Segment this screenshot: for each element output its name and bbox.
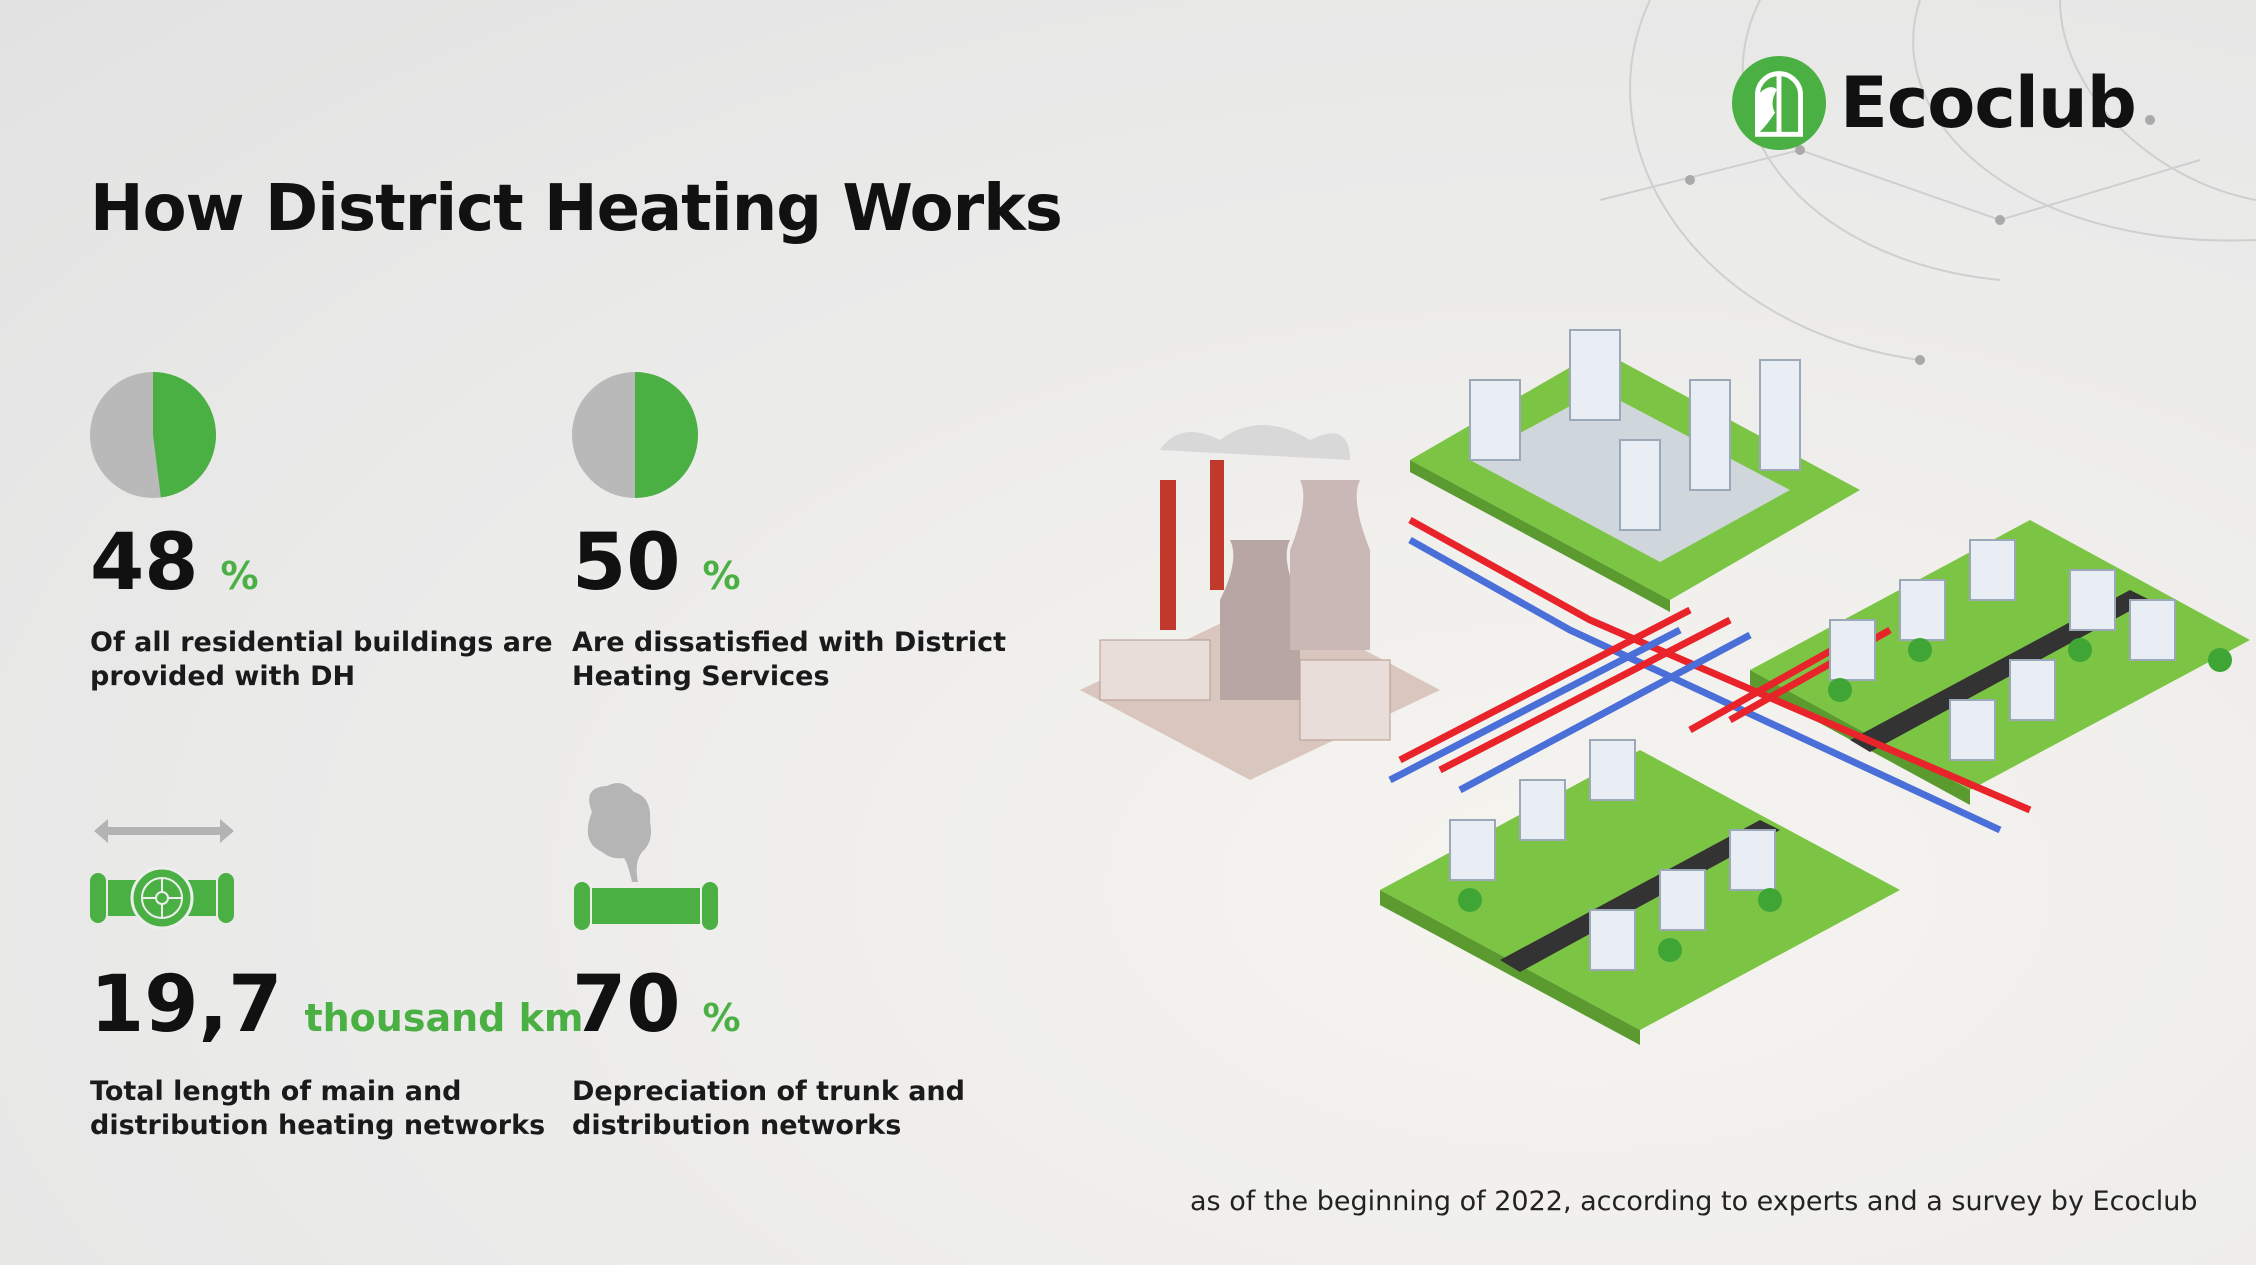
stat-dissatisfied	[572, 372, 698, 502]
desc-line: Heating Services	[572, 661, 830, 692]
stat-value: 19,7 thousand km	[90, 960, 583, 1050]
residential-block-bottom	[1380, 750, 1900, 1045]
power-plant	[1080, 425, 1440, 780]
stat-unit: %	[220, 554, 259, 598]
stat-number: 19,7	[90, 960, 283, 1050]
stat-unit: %	[702, 554, 741, 598]
desc-line: distribution heating networks	[90, 1110, 546, 1141]
pie-chart-icon	[90, 372, 217, 498]
stat-number: 50	[572, 518, 681, 608]
stat-residential-dh	[90, 372, 217, 502]
network-background-decoration	[1599, 0, 2256, 365]
desc-line: Total length of main and	[90, 1076, 462, 1107]
district-heating-illustration	[1080, 329, 2250, 1045]
desc-line: provided with DH	[90, 661, 356, 692]
stat-value: 70%	[572, 960, 741, 1050]
apartment-buildings	[1449, 329, 2232, 971]
logo-text: Ecoclub	[1840, 62, 2137, 144]
desc-line: distribution networks	[572, 1110, 902, 1141]
pie-chart-icon	[572, 372, 698, 498]
pie-slice	[153, 372, 217, 498]
stat-number: 48	[90, 518, 199, 608]
leaking-pipe-icon	[574, 783, 718, 930]
stat-value: 50%	[572, 518, 741, 608]
stat-number: 70	[572, 960, 681, 1050]
stat-value: 48%	[90, 518, 259, 608]
footnote: as of the beginning of 2022, according t…	[1190, 1186, 2198, 1217]
ecoclub-logo: Ecoclub	[1730, 54, 2137, 152]
desc-line: Of all residential buildings are	[90, 627, 553, 658]
page-title: How District Heating Works	[90, 172, 1063, 246]
stat-unit: %	[702, 996, 741, 1040]
desc-line: Depreciation of trunk and	[572, 1076, 965, 1107]
stat-unit: thousand km	[304, 996, 584, 1040]
ecoclub-logo-icon	[1731, 55, 1827, 151]
heating-pipes	[1388, 516, 2032, 834]
pipe-valve-icon	[90, 819, 234, 930]
desc-line: Are dissatisfied with District	[572, 627, 1007, 658]
pie-slice	[635, 372, 698, 498]
